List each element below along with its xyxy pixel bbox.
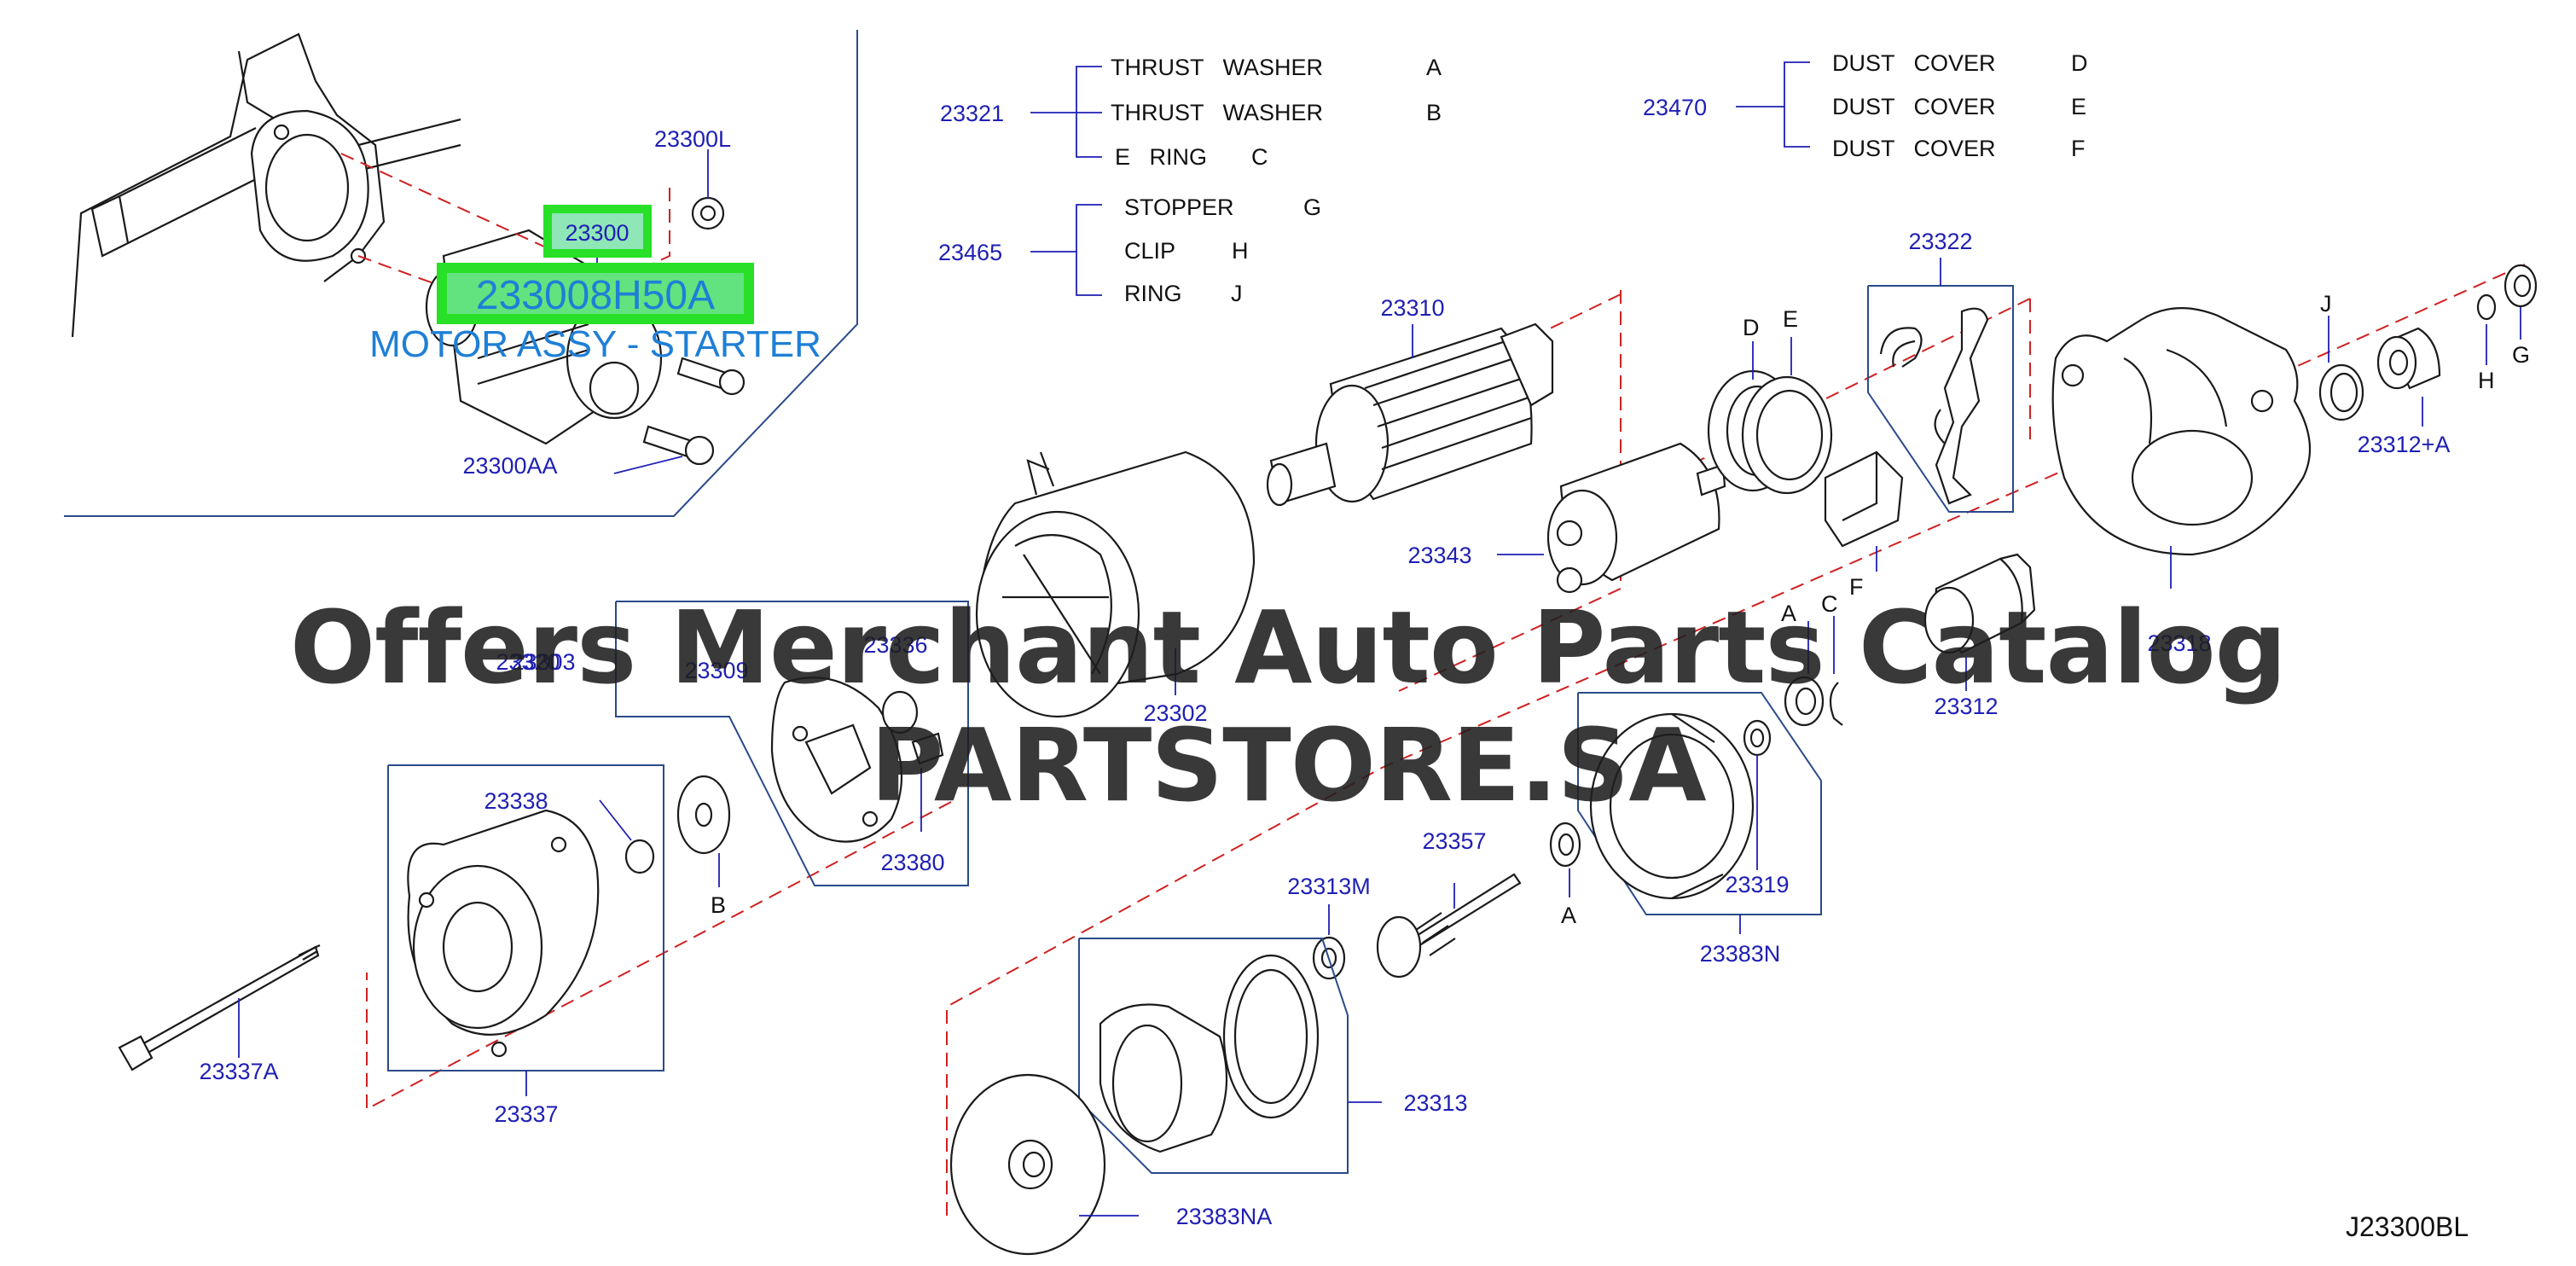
callout-23470[interactable]: 23470: [1643, 95, 1707, 120]
legend-23470-code-1: E: [2071, 94, 2086, 119]
legend-23465: 23465 STOPPER G CLIP H RING J: [938, 195, 1321, 306]
callout-23383N[interactable]: 23383N: [1700, 941, 1781, 967]
callout-23312[interactable]: 23312: [1934, 694, 1998, 719]
callout-23302[interactable]: 23302: [1143, 700, 1207, 726]
legend-23470: 23470 DUST COVER D DUST COVER E DUST COV…: [1643, 50, 2088, 161]
callout-23318[interactable]: 23318: [2147, 630, 2211, 656]
letter-j: J: [2320, 291, 2332, 316]
letter-a-upper: A: [1781, 601, 1796, 626]
callout-23320[interactable]: 23320: [496, 649, 560, 675]
callout-23312A[interactable]: 23312+A: [2358, 432, 2451, 457]
callout-23338[interactable]: 23338: [484, 788, 548, 814]
part-armature: [1266, 322, 1554, 507]
callout-23343[interactable]: 23343: [1407, 543, 1471, 568]
legend-23465-name-1: CLIP: [1124, 238, 1175, 264]
letter-e: E: [1783, 306, 1798, 332]
letter-d: D: [1743, 315, 1760, 340]
part-clip-h: [2476, 293, 2497, 321]
part-drive-housing: [1589, 712, 1755, 900]
part-brush-holder: [770, 677, 944, 843]
legend-23321-code-1: B: [1426, 100, 1442, 125]
part-yoke: [975, 450, 1256, 718]
rear-cover-frame: [387, 764, 664, 1071]
highlight-ref-23300[interactable]: 23300: [543, 205, 652, 258]
callout-23309[interactable]: 23309: [684, 658, 748, 683]
callout-23313M[interactable]: 23313M: [1287, 874, 1371, 899]
highlighted-part-name: MOTOR ASSY - STARTER: [369, 323, 821, 365]
callout-23321[interactable]: 23321: [940, 101, 1004, 126]
part-pinion: [1923, 553, 2036, 654]
callout-23337[interactable]: 23337: [494, 1101, 558, 1127]
callout-23337A[interactable]: 23337A: [199, 1059, 278, 1084]
letter-a-lower: A: [1561, 903, 1576, 928]
part-pinion-shaft: [1376, 873, 1522, 979]
part-thrust-washer-b: [676, 775, 731, 855]
part-shift-lever: [1867, 285, 2014, 513]
brush-holder-frame: [615, 601, 969, 886]
part-cover-plate: [949, 1073, 1106, 1256]
callout-23300AA[interactable]: 23300AA: [462, 453, 557, 479]
legend-23321-name-2: E RING: [1115, 144, 1207, 170]
part-thrust-washer-a-lower: [1549, 822, 1581, 868]
callout-23310[interactable]: 23310: [1380, 295, 1444, 321]
letter-g: G: [2512, 342, 2530, 368]
part-stopper-g: [2503, 264, 2538, 308]
drive-housing-frame: [1577, 692, 1822, 915]
letter-c: C: [1821, 591, 1838, 617]
callout-23322[interactable]: 23322: [1908, 229, 1972, 254]
callout-23319[interactable]: 23319: [1725, 872, 1789, 897]
callout-23380[interactable]: 23380: [880, 850, 944, 875]
letter-h: H: [2478, 368, 2495, 393]
callout-23313[interactable]: 23313: [1403, 1090, 1467, 1116]
legend-23321-name-0: THRUST WASHER: [1111, 55, 1323, 80]
legend-23470-name-2: DUST COVER: [1832, 136, 1996, 161]
callout-23336[interactable]: 23336: [863, 632, 927, 658]
legend-23321: 23321 THRUST WASHER A THRUST WASHER B E …: [940, 55, 1442, 170]
legend-23465-name-0: STOPPER: [1124, 195, 1234, 220]
callout-23300: 23300: [565, 220, 629, 246]
part-thrust-washer-a-upper: [1784, 676, 1825, 727]
part-solenoid: [1546, 442, 1726, 594]
diagram-code: J23300BL: [2346, 1211, 2469, 1242]
legend-23465-code-0: G: [1303, 195, 1321, 220]
callout-23465[interactable]: 23465: [938, 240, 1002, 265]
part-dust-cover-e: [1741, 375, 1833, 495]
part-dust-cover-f: [1824, 450, 1904, 548]
legend-23470-name-1: DUST COVER: [1832, 94, 1996, 119]
part-bushing-23319: [1743, 719, 1772, 757]
part-through-bolt: [118, 944, 321, 1071]
part-rear-cover: [407, 809, 600, 1058]
legend-23465-code-2: J: [1231, 281, 1243, 306]
letter-b: B: [711, 892, 726, 918]
part-overrunning-clutch: [2376, 327, 2441, 390]
legend-23465-code-1: H: [1232, 238, 1249, 264]
part-bushing-23338: [624, 839, 655, 874]
part-internal-gear: [1099, 954, 1320, 1153]
legend-23465-name-2: RING: [1124, 281, 1182, 306]
legend-23470-code-0: D: [2071, 50, 2088, 76]
highlighted-part-number: 233008H50A: [476, 273, 715, 318]
callout-23383NA[interactable]: 23383NA: [1176, 1204, 1273, 1229]
part-gear-housing: [2051, 307, 2312, 556]
callout-23300L[interactable]: 23300L: [654, 126, 731, 152]
letter-f: F: [1849, 574, 1864, 600]
legend-23470-code-2: F: [2071, 136, 2086, 161]
legend-23321-name-1: THRUST WASHER: [1111, 100, 1323, 125]
legend-23470-name-0: DUST COVER: [1832, 50, 1996, 76]
legend-23321-code-2: C: [1251, 144, 1268, 170]
highlight-part-number[interactable]: 233008H50A: [437, 263, 754, 324]
part-e-ring-c: [1829, 682, 1843, 726]
part-ring-j: [2318, 363, 2364, 421]
callout-23303[interactable]: 23303: [511, 649, 575, 675]
legend-23321-code-0: A: [1426, 55, 1442, 80]
callout-23357[interactable]: 23357: [1422, 828, 1486, 854]
